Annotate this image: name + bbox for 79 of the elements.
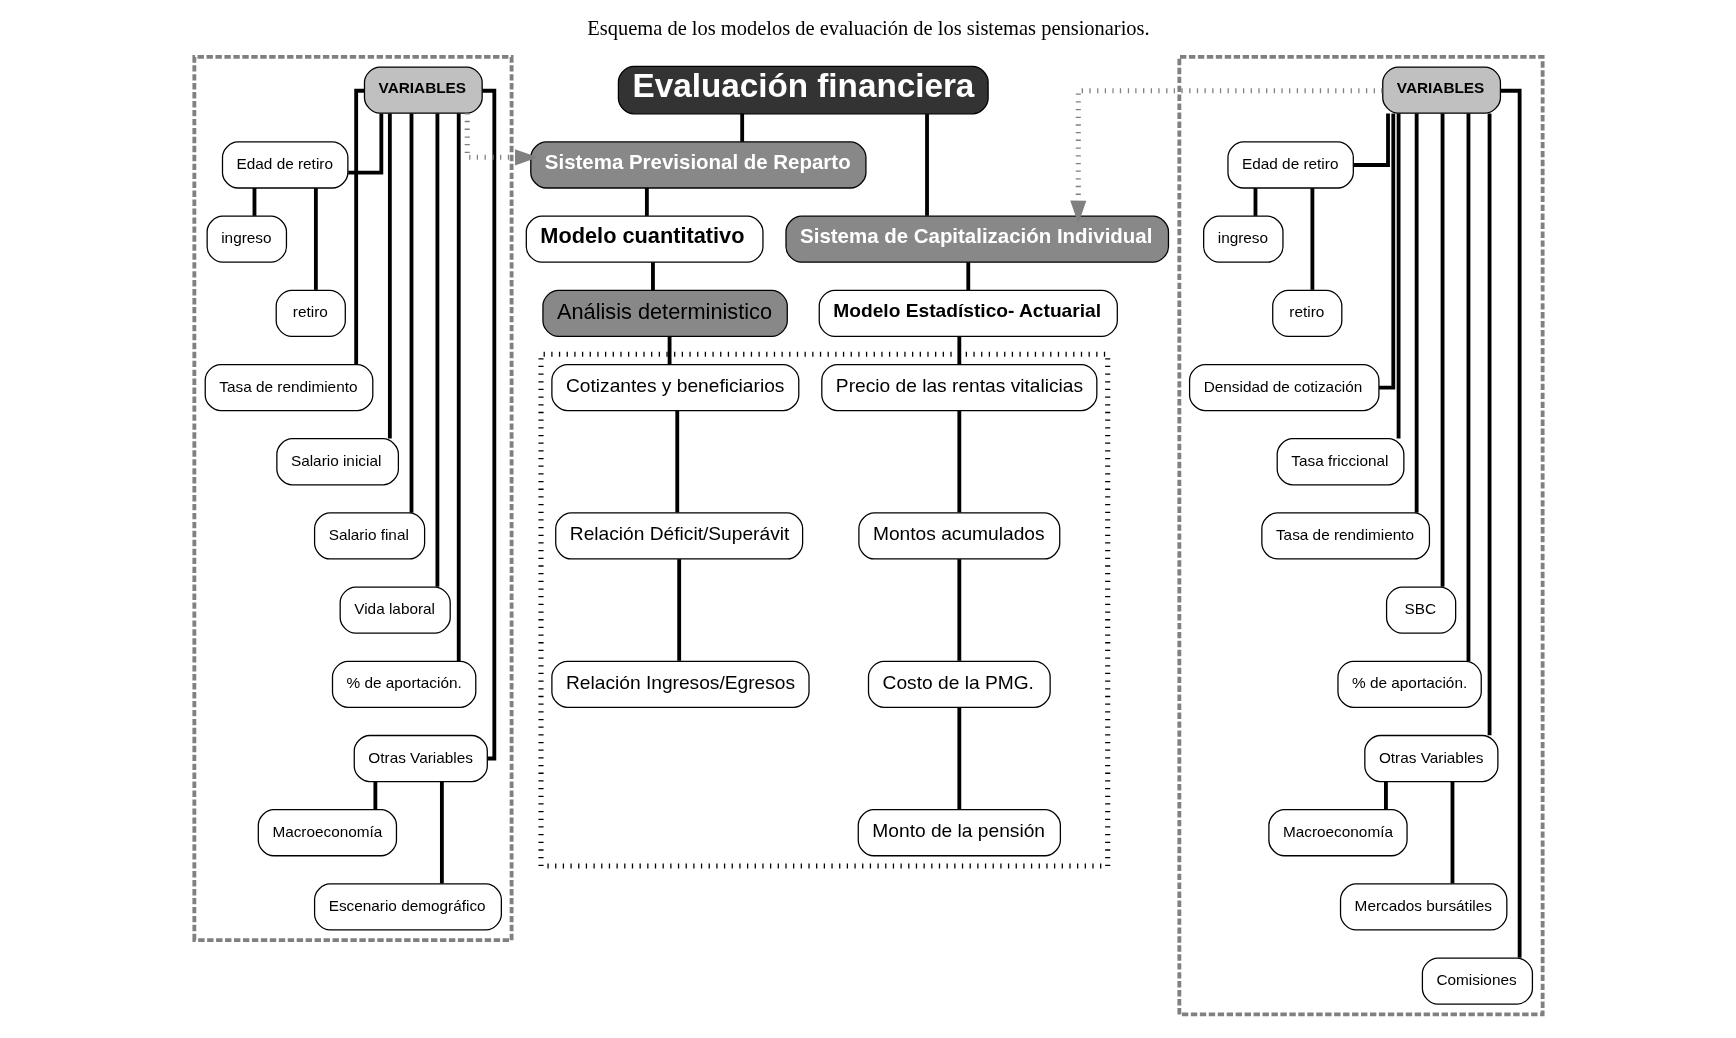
connector: [924, 114, 929, 216]
node-box: Sistema de Capitalización Individual: [784, 215, 1169, 263]
node-box: Otras Variables: [353, 734, 488, 783]
node-box: Relación Ingresos/Egresos: [550, 660, 810, 708]
connector: [739, 113, 744, 142]
node-box: Evaluación financiera: [617, 65, 989, 115]
connector: [409, 113, 413, 513]
connector: [956, 336, 961, 365]
node-box: Tasa de rendimiento: [1260, 512, 1430, 560]
connector: [353, 88, 364, 365]
node-box: Monto de la pensión: [857, 809, 1061, 857]
connector: [1414, 113, 1419, 513]
connector: [456, 113, 461, 662]
connector: [313, 188, 318, 290]
connector: [481, 88, 496, 761]
connector: [1253, 188, 1257, 216]
connector: [1466, 113, 1470, 662]
connector: [1383, 781, 1388, 810]
connector: [674, 410, 679, 513]
cluster: [1176, 54, 1545, 1017]
node-box: Macroeconomía: [257, 809, 397, 857]
node-box: Relación Déficit/Superávit: [554, 512, 803, 560]
connector: [434, 113, 439, 587]
node-box: Costo de la PMG.: [867, 660, 1051, 708]
node-box: % de aportación.: [1336, 660, 1482, 708]
node-box: VARIABLES: [1381, 66, 1501, 114]
connector: [965, 262, 970, 291]
node-box: Edad de retiro: [221, 141, 348, 189]
node-box: retiro: [275, 289, 346, 338]
arrow: [1069, 88, 1382, 224]
node-box: SBC: [1385, 586, 1456, 634]
node-box: % de aportación.: [331, 660, 476, 708]
node-box: Escenario demográfico: [313, 883, 502, 931]
node-box: ingreso: [206, 215, 287, 263]
node-box: Macroeconomía: [1267, 809, 1408, 857]
node-box: Salario final: [313, 512, 425, 560]
connector: [956, 559, 961, 661]
connector: [1396, 113, 1400, 439]
node-box: VARIABLES: [363, 66, 483, 114]
arrow: [464, 113, 538, 166]
connector: [1378, 113, 1395, 390]
diagram-title: Esquema de los modelos de evaluación de los sistemas pensionarios.: [586, 16, 1150, 39]
connector: [252, 188, 256, 216]
connector: [956, 410, 961, 513]
node-box: Cotizantes y beneficiarios: [550, 363, 799, 412]
connector: [1309, 188, 1314, 290]
node-box: Modelo cuantitativo: [525, 215, 764, 263]
node-box: Tasa de rendimiento: [204, 363, 373, 412]
node-box: Montos acumulados: [857, 512, 1060, 560]
connector: [667, 336, 671, 365]
connector: [956, 707, 961, 810]
node-box: ingreso: [1202, 215, 1284, 263]
node-box: Vida laboral: [339, 586, 451, 634]
connector: [676, 559, 681, 661]
connector: [1487, 113, 1491, 736]
node-box: retiro: [1271, 289, 1342, 338]
cluster: [191, 54, 513, 943]
connector: [1500, 88, 1522, 958]
connector: [387, 113, 392, 439]
connector: [644, 188, 649, 216]
connector: [372, 781, 377, 810]
node-box: Salario inicial: [275, 438, 399, 486]
node-box: Análisis deterministico: [541, 289, 788, 338]
connector: [439, 781, 444, 884]
node-box: Mercados bursátiles: [1339, 883, 1507, 931]
node-box: Tasa friccional: [1276, 438, 1404, 486]
node-box: Precio de las rentas vitalicias: [820, 363, 1097, 412]
connector: [1352, 113, 1390, 167]
cluster: [537, 351, 1110, 869]
node-box: Sistema Previsional de Reparto: [529, 141, 867, 189]
connector: [1450, 781, 1454, 884]
connector: [650, 262, 655, 291]
node-box: Densidad de cotización: [1188, 363, 1380, 412]
node-box: Otras Variables: [1363, 734, 1499, 783]
connector: [347, 113, 383, 175]
node-box: Comisiones: [1421, 957, 1533, 1005]
node-box: Modelo Estadístico- Actuarial: [818, 289, 1118, 338]
node-box: Edad de retiro: [1226, 141, 1354, 189]
connector: [1440, 113, 1444, 587]
